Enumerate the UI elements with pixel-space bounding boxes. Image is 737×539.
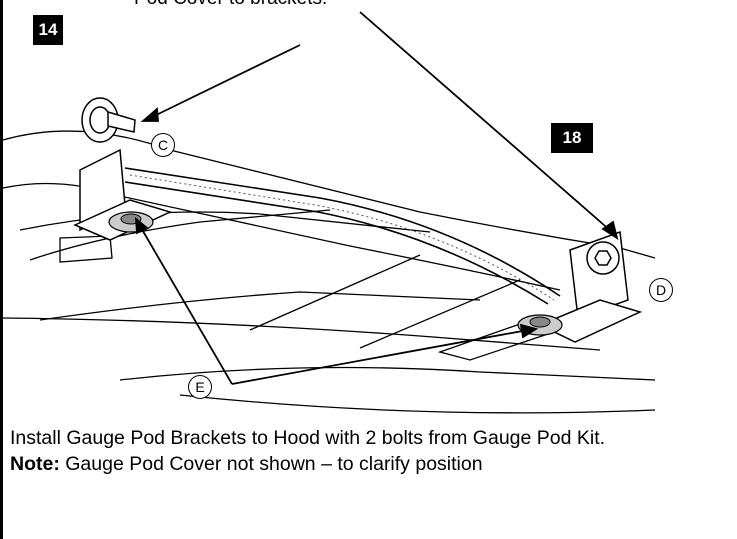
- callout-d: D: [649, 278, 673, 302]
- note-label: Note:: [10, 453, 60, 475]
- note-text: Gauge Pod Cover not shown – to clarify p…: [59, 453, 483, 475]
- installation-illustration: Pod Cover to brackets. 14 18 C D E: [2, 0, 673, 414]
- note-paragraph: Note: Gauge Pod Cover not shown – to cla…: [10, 451, 730, 477]
- instruction-text: Install Gauge Pod Brackets to Hood with …: [10, 427, 606, 449]
- callout-c: C: [151, 133, 175, 157]
- bracket-drawing: [2, 11, 656, 414]
- step-badge-left: 14: [33, 15, 63, 45]
- left-border-rule: [0, 0, 3, 539]
- callout-e: E: [188, 375, 212, 399]
- step-badge-right: 18: [551, 123, 593, 153]
- top-caption: Pod Cover to brackets.: [134, 0, 327, 10]
- instructions-block: Install Gauge Pod Brackets to Hood with …: [10, 425, 730, 477]
